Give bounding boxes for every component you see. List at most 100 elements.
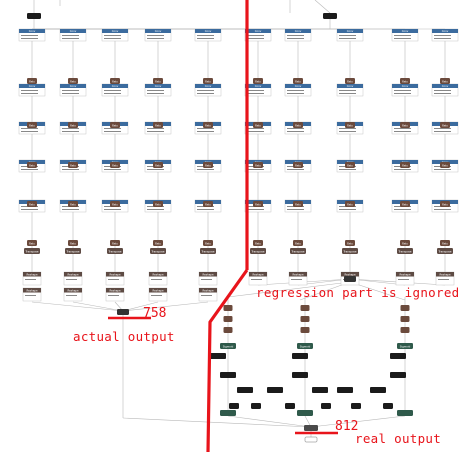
- conv-node-c7-1-attr-1: [339, 93, 356, 94]
- reshape-node-c3-header: [149, 272, 167, 277]
- conv-node-c9-1-header: [432, 84, 458, 88]
- conv-node-c4-3-attr-1: [197, 169, 214, 170]
- conv-node-c4-0-attr-1: [197, 38, 214, 39]
- reshape2-node-c0-title: Reshape: [26, 288, 38, 292]
- reshape-node-c2-header: [106, 272, 124, 277]
- relu-node-c8-2-label: Relu: [402, 163, 408, 167]
- transpose-node-c6-label: Transpose: [291, 249, 304, 253]
- conv-node-c2-2-attr-1: [104, 131, 121, 132]
- relu-node-c1-0: [68, 78, 78, 84]
- conv-node-c9-3-attr-1: [434, 169, 451, 170]
- conv-node-c5-1-attr-0: [247, 90, 264, 91]
- relu-node-c2-4-label: Relu: [112, 241, 118, 245]
- conv-node-c4-1-attr-1: [197, 93, 214, 94]
- conv-node-c4-1-attr-0: [197, 90, 214, 91]
- conv-node-c5-1-title: Conv: [255, 84, 262, 88]
- relu-node-c8-4: [400, 240, 410, 246]
- relu-node-c5-1-label: Relu: [255, 123, 261, 127]
- conv-node-c0-1-attr-1: [21, 93, 38, 94]
- conv-node-c0-2-attr-1: [21, 131, 38, 132]
- relu-node-c7-1: [345, 122, 355, 128]
- conv-node-c6-2-attr-0: [287, 128, 304, 129]
- conv-node-c6-1-title: Conv: [295, 84, 302, 88]
- black-op-node-9: [337, 387, 353, 393]
- top-input-node-right: [323, 13, 337, 19]
- reshape2-node-c3-header: [149, 288, 167, 293]
- relu-node-c3-4-label: Relu: [155, 241, 161, 245]
- reshape2-node-c0-header: [23, 288, 41, 293]
- conv-node-c9-0-attr-1: [434, 38, 451, 39]
- conv-node-c6-0-attr-1: [287, 38, 304, 39]
- conv-node-c5-0-attr-0: [247, 35, 264, 36]
- conv-node-c2-0-title: Conv: [112, 29, 119, 33]
- conv-node-c8-1-attr-1: [394, 93, 411, 94]
- relu-node-c4-0: [203, 78, 213, 84]
- slice-node-3: [321, 403, 331, 409]
- conv-node-c1-2-attr-0: [62, 128, 79, 129]
- reshape2-node-c4-header: [199, 288, 217, 293]
- final-output-node: [304, 425, 318, 431]
- relu-node-c2-3: [110, 201, 120, 207]
- relu-node-c7-4-label: Relu: [347, 241, 353, 245]
- reshape-node-c2-title: Reshape: [109, 272, 121, 276]
- conv-node-c5-4-attr-1: [247, 209, 264, 210]
- relu-node-c9-1-label: Relu: [442, 123, 448, 127]
- conv-node-c3-3-attr-1: [147, 169, 164, 170]
- reshape2-node-c3-attr: [151, 295, 162, 296]
- relu-node-c3-1-label: Relu: [155, 123, 161, 127]
- conv-node-c5-0-header: [245, 29, 271, 33]
- conv-node-c6-2-attr-1: [287, 131, 304, 132]
- conv-node-c0-0-attr-0: [21, 35, 38, 36]
- relu-node-c5-2-label: Relu: [255, 163, 261, 167]
- black-op-node-2: [390, 353, 406, 359]
- conv-node-c0-3-attr-1: [21, 169, 38, 170]
- black-op-node-6: [237, 387, 253, 393]
- conv-node-c3-0-attr-1: [147, 38, 164, 39]
- conv-node-c6-1-header: [285, 84, 311, 88]
- real-count-label: 812: [335, 419, 359, 434]
- conv-node-c5-1-attr-1: [247, 93, 264, 94]
- actual-output-label: actual output: [73, 329, 175, 344]
- conv-node-c4-0-title: Conv: [205, 29, 212, 33]
- conv-node-c6-0-title: Conv: [295, 29, 302, 33]
- relu-node-c6-0-label: Relu: [295, 79, 301, 83]
- conv-node-c9-1-attr-1: [434, 93, 451, 94]
- divider-bend-down: [206, 269, 249, 453]
- relu-node-c1-0-label: Relu: [70, 79, 76, 83]
- conv-node-c0-4-attr-1: [21, 209, 38, 210]
- conv-node-c7-1-attr-0: [339, 90, 356, 91]
- conv-node-c8-3-attr-1: [394, 169, 411, 170]
- conv-node-c8-0-header: [392, 29, 418, 33]
- relu-node-c1-2: [68, 162, 78, 168]
- slice-node-5: [383, 403, 393, 409]
- lower-sigmoid-0: [220, 343, 236, 349]
- conv-node-c9-4-attr-1: [434, 209, 451, 210]
- relu-node-c3-2-label: Relu: [155, 163, 161, 167]
- conv-node-c4-0-attr-0: [197, 35, 214, 36]
- reshape-node-c5-attr: [251, 279, 262, 280]
- reshape2-node-c1-header: [64, 288, 82, 293]
- transpose-node-c4: [200, 248, 216, 254]
- reshape-node-c1-header: [64, 272, 82, 277]
- conv-node-c6-0-header: [285, 29, 311, 33]
- black-op-node-1: [292, 353, 308, 359]
- lower-op-2-0: [400, 305, 410, 311]
- relu-node-c0-1-label: Relu: [29, 123, 35, 127]
- relu-node-c2-1-label: Relu: [112, 123, 118, 127]
- reshape2-node-c4-title: Reshape: [202, 288, 214, 292]
- relu-node-c3-3: [153, 201, 163, 207]
- relu-node-c8-0: [400, 78, 410, 84]
- lower-op-1-2: [300, 327, 310, 333]
- black-op-node-5: [390, 372, 406, 378]
- transpose-node-c6: [290, 248, 306, 254]
- conv-node-c3-2-attr-0: [147, 128, 164, 129]
- relu-node-c3-1: [153, 122, 163, 128]
- reshape-node-c3-title: Reshape: [152, 272, 164, 276]
- relu-node-c8-4-label: Relu: [402, 241, 408, 245]
- relu-node-c5-3-label: Relu: [255, 202, 261, 206]
- relu-node-c9-3: [440, 201, 450, 207]
- conv-node-c9-1-attr-0: [434, 90, 451, 91]
- relu-node-c0-2: [27, 162, 37, 168]
- relu-node-c5-4-label: Relu: [255, 241, 261, 245]
- relu-node-c7-2-label: Relu: [347, 163, 353, 167]
